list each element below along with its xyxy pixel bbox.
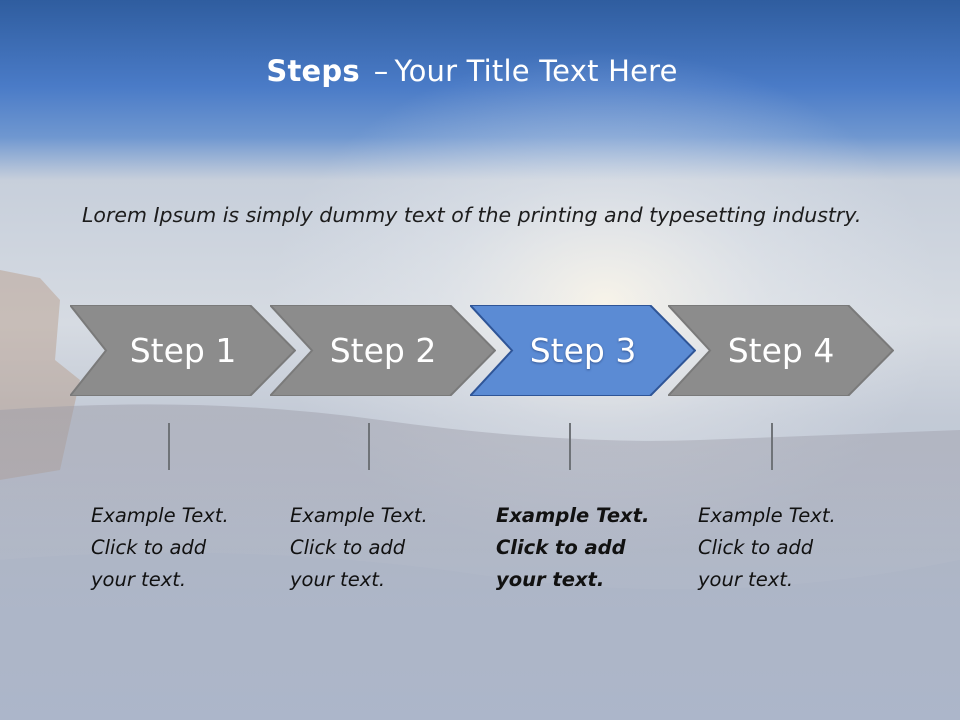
- step-2-chevron[interactable]: Step 2: [270, 305, 496, 396]
- step-4-note[interactable]: Example Text. Click to add your text.: [698, 504, 836, 591]
- step-1-connector: [168, 423, 170, 470]
- title-dash: –: [373, 54, 389, 88]
- step-1-chevron[interactable]: Step 1: [70, 305, 296, 396]
- title-bold: Steps: [266, 54, 360, 88]
- step-2-label: Step 2: [329, 331, 437, 370]
- step-2-connector: [368, 423, 370, 470]
- title-text: Your Title Text Here: [394, 54, 678, 88]
- step-1-note[interactable]: Example Text. Click to add your text.: [91, 504, 229, 591]
- step-3-connector: [569, 423, 571, 470]
- step-3-label: Step 3: [529, 331, 637, 370]
- step-2-note[interactable]: Example Text. Click to add your text.: [290, 504, 428, 591]
- step-1-label: Step 1: [129, 331, 237, 370]
- step-3-chevron[interactable]: Step 3: [470, 305, 696, 396]
- step-4-connector: [771, 423, 773, 470]
- slide-title: Steps–Your Title Text Here: [0, 54, 944, 88]
- step-4-chevron[interactable]: Step 4: [668, 305, 894, 396]
- step-4-label: Step 4: [727, 331, 835, 370]
- intro-paragraph: Lorem Ipsum is simply dummy text of the …: [82, 203, 862, 227]
- step-3-note[interactable]: Example Text. Click to add your text.: [496, 504, 650, 591]
